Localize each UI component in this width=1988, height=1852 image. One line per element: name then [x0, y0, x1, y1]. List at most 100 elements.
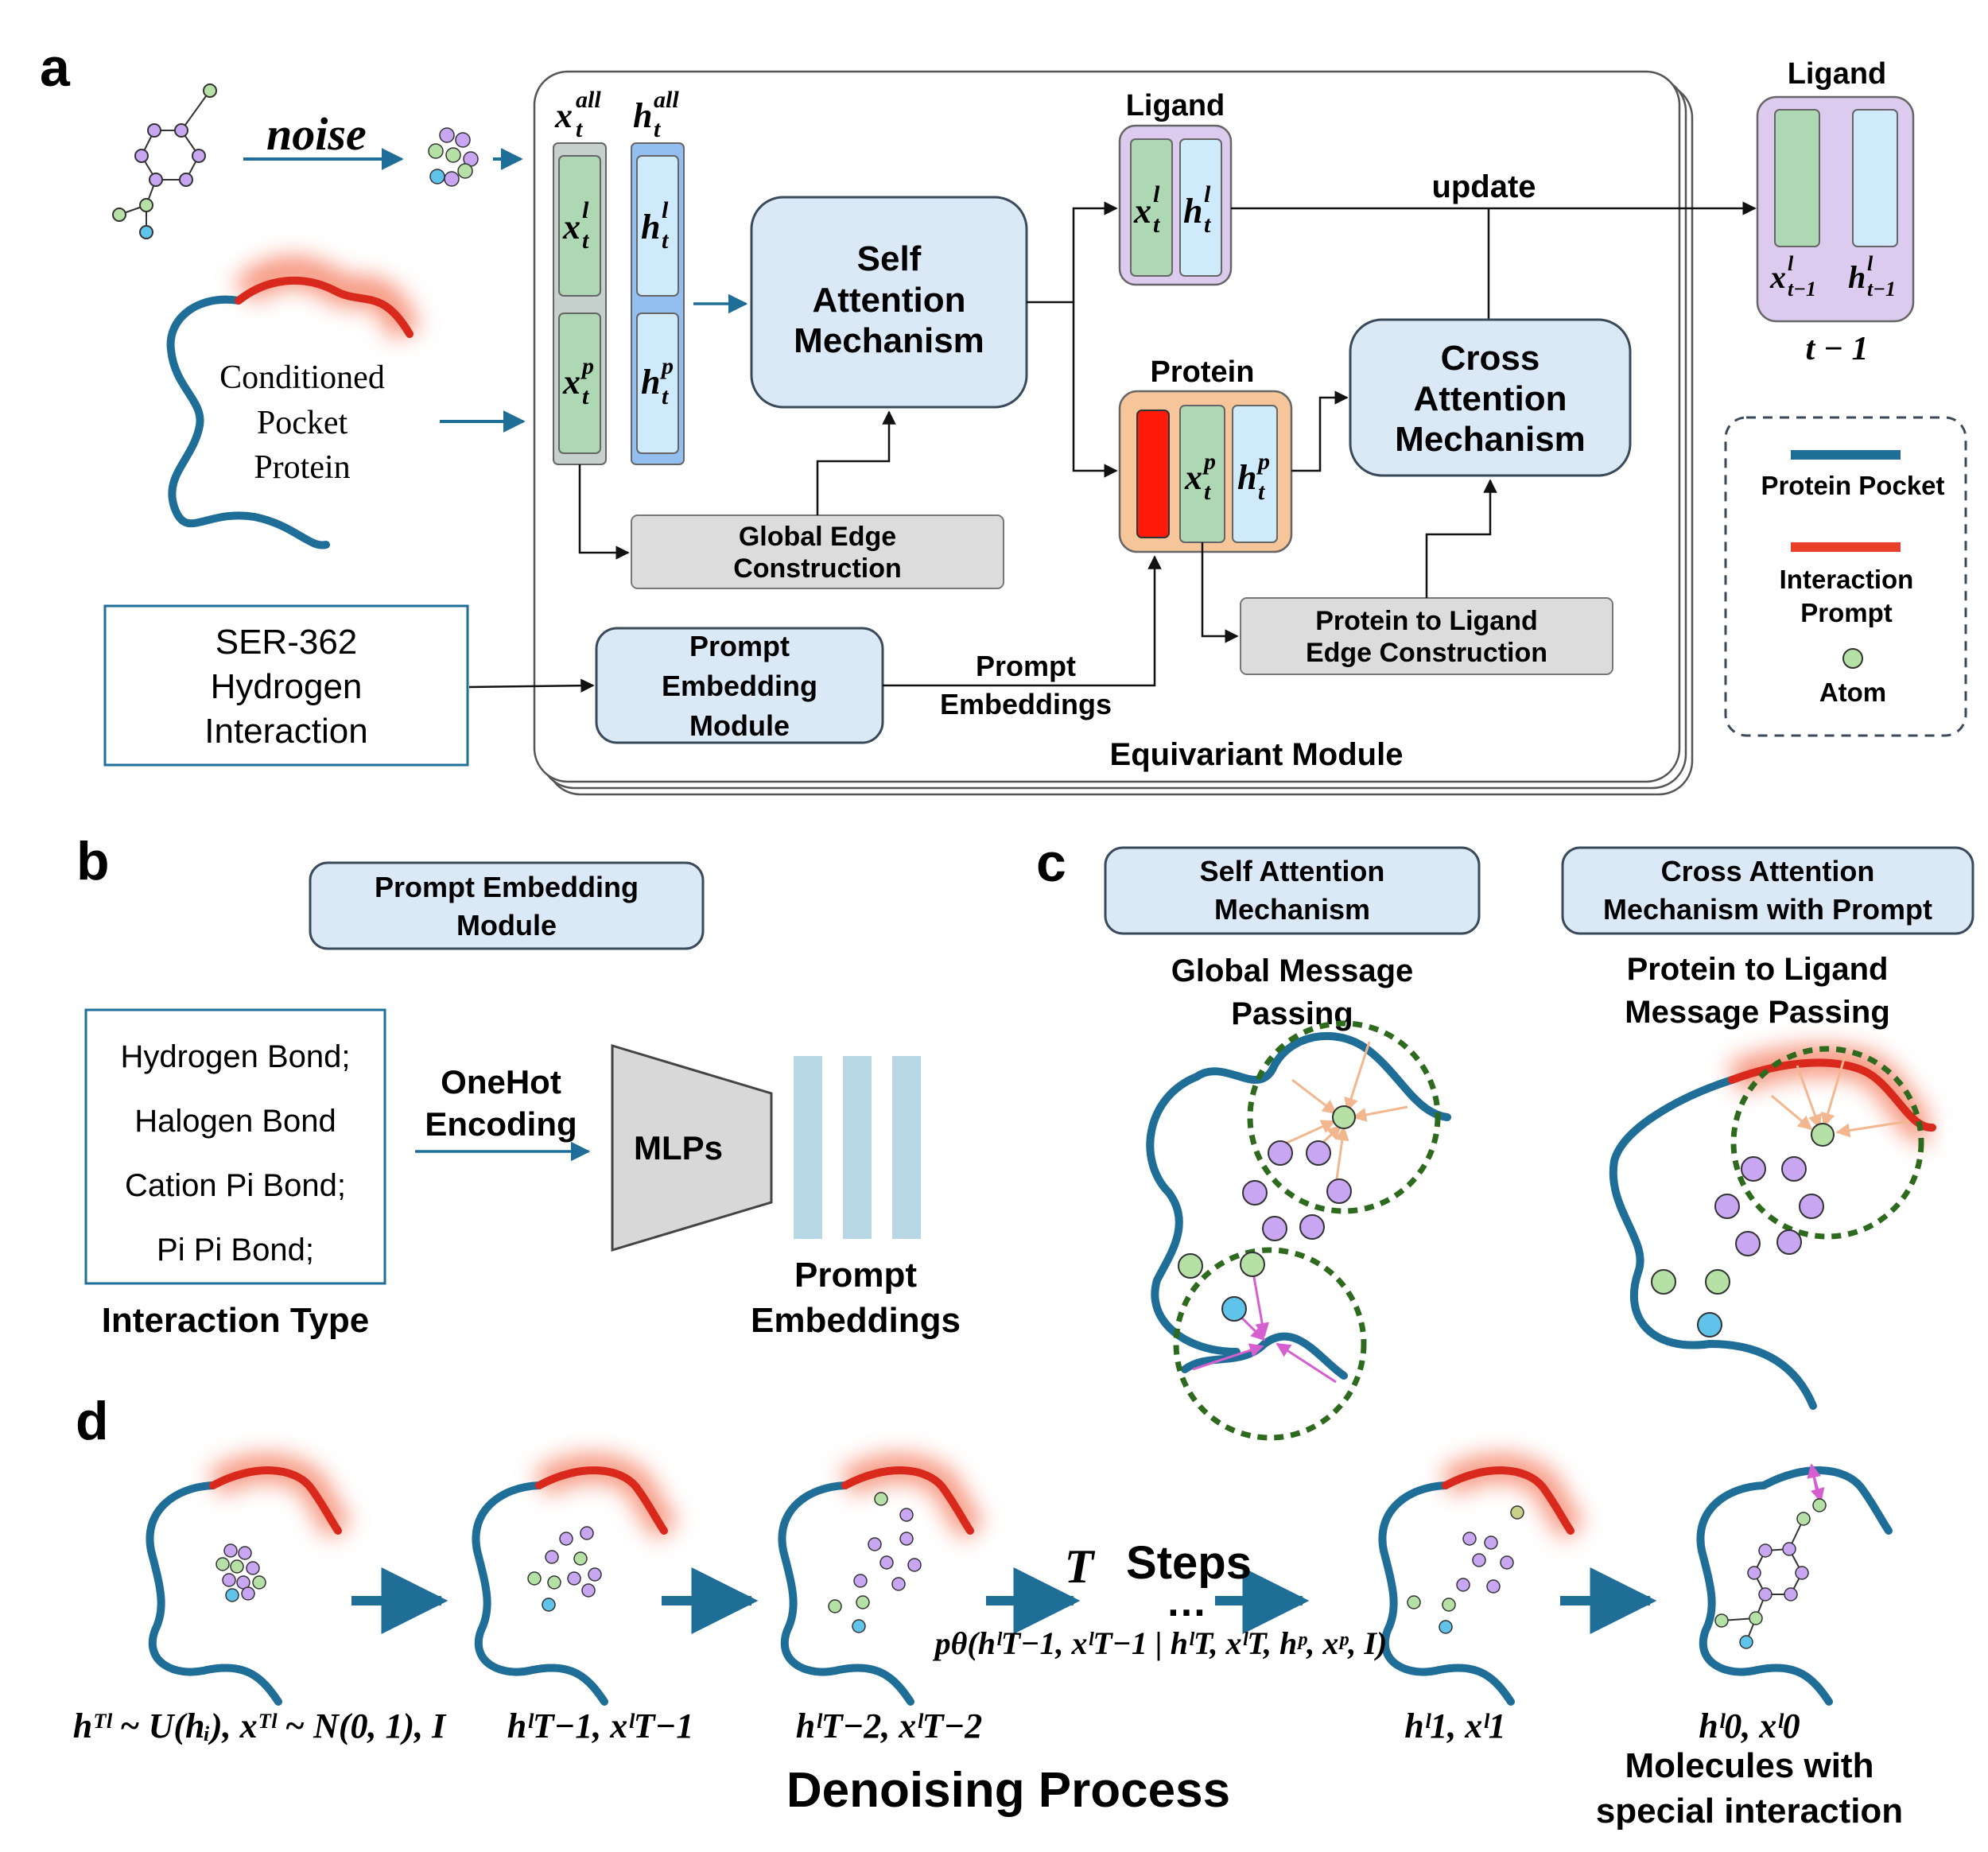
prompt-embeddings-arrow — [883, 555, 1162, 687]
protein-ligand-message-line1: Protein to Ligand — [1627, 952, 1889, 987]
t-steps-dots: … — [1166, 1579, 1207, 1625]
prompt-embeddings-b-line2: Embeddings — [751, 1301, 961, 1340]
self-attention-line3: Mechanism — [794, 321, 984, 360]
step-final-label: hˡ0, xˡ0 — [1699, 1706, 1800, 1745]
update-label: update — [1431, 169, 1536, 204]
interaction-type-item-2: Halogen Bond — [134, 1104, 336, 1139]
svg-text:x: x — [562, 208, 580, 247]
svg-text:t: t — [662, 227, 670, 254]
interaction-type-label: Interaction Type — [102, 1301, 370, 1340]
svg-text:all: all — [576, 87, 601, 113]
svg-text:h: h — [1848, 259, 1866, 295]
protein-label: Protein — [1151, 355, 1255, 389]
prompt-embedding-bar-1 — [794, 1056, 822, 1239]
prompt-module-title-line1: Prompt Embedding — [375, 871, 639, 903]
svg-text:t−1: t−1 — [1788, 278, 1816, 301]
svg-text:l: l — [1204, 181, 1211, 208]
protein-ligand-edge-line1: Protein to Ligand — [1315, 606, 1538, 636]
final-caption-line2: special interaction — [1596, 1792, 1903, 1831]
interaction-type-item-3: Cation Pi Bond; — [125, 1168, 346, 1203]
prompt-module-line1: Prompt — [689, 630, 790, 662]
protein-prompt-cell — [1136, 410, 1170, 538]
t-steps-t: T — [1065, 1540, 1096, 1593]
svg-text:l: l — [582, 197, 589, 223]
x-all-heading: x all t — [554, 87, 601, 142]
output-h-symbol: h l t−1 — [1848, 252, 1896, 301]
svg-text:t: t — [582, 227, 590, 254]
svg-text:t: t — [576, 116, 584, 142]
mlps-trapezoid — [611, 1043, 773, 1252]
svg-text:t: t — [1204, 479, 1212, 505]
svg-text:p: p — [659, 353, 674, 379]
x-l-symbol: x l t — [562, 197, 590, 254]
panel-label-d: d — [76, 1391, 109, 1451]
x-l-cell — [558, 155, 601, 297]
pocket-text-line1: Conditioned — [219, 359, 385, 396]
cross-attention-title-box — [1561, 846, 1974, 935]
global-edge-to-self-attention-arrow — [816, 410, 896, 515]
t-minus-1-label: t − 1 — [1805, 331, 1868, 367]
interaction-type-item-1: Hydrogen Bond; — [120, 1039, 350, 1074]
onehot-line1: OneHot — [441, 1063, 561, 1101]
step-2-label: hˡT−2, xˡT−2 — [796, 1706, 982, 1745]
self-attention-line2: Attention — [812, 281, 965, 320]
svg-text:h: h — [1183, 192, 1202, 231]
panel-label-a: a — [40, 37, 71, 98]
protein-x-symbol: x p t — [1184, 448, 1216, 505]
ligand-x-cell — [1130, 138, 1173, 277]
panel-label-c: c — [1036, 833, 1066, 893]
prompt-embedding-bar-2 — [843, 1056, 872, 1239]
svg-text:p: p — [1202, 448, 1216, 475]
svg-text:t: t — [582, 383, 590, 410]
interaction-type-item-4: Pi Pi Bond; — [157, 1233, 314, 1268]
equivariant-module-label: Equivariant Module — [1110, 737, 1404, 772]
cross-attention-line1: Cross — [1441, 339, 1540, 378]
pocket-text-line2: Pocket — [257, 405, 348, 441]
ptheta-label: pθ(hˡT−1, xˡT−1 | hˡT, xˡT, hᵖ, xᵖ, I) — [933, 1625, 1388, 1661]
prompt-module-line2: Embedding — [662, 670, 817, 702]
prompt-embeddings-line1: Prompt — [976, 650, 1076, 682]
cross-attention-title-line1: Cross Attention — [1661, 855, 1875, 887]
global-message-line1: Global Message — [1171, 953, 1414, 988]
output-ligand-label: Ligand — [1788, 57, 1887, 91]
svg-text:h: h — [633, 96, 652, 135]
self-attention-to-ligand-arrow — [1027, 201, 1118, 304]
self-attention-title-line1: Self Attention — [1200, 855, 1385, 887]
ligand-label: Ligand — [1126, 89, 1225, 122]
svg-text:t: t — [1258, 479, 1266, 505]
legend-atom-swatch — [1842, 648, 1863, 669]
step-3-label: hˡ1, xˡ1 — [1404, 1706, 1505, 1745]
output-ligand-x-cell — [1774, 109, 1820, 247]
protein-h-symbol: h p t — [1237, 448, 1270, 505]
global-edge-line1: Global Edge — [739, 522, 896, 552]
x-p-symbol: x p t — [562, 353, 594, 410]
svg-text:t: t — [662, 383, 670, 410]
cross-attention-line3: Mechanism — [1395, 420, 1586, 459]
interaction-input-line2: Hydrogen — [211, 667, 363, 706]
denoise-step-1-illustration — [472, 1454, 679, 1706]
legend-interaction-prompt-line2: Prompt — [1800, 598, 1893, 627]
self-attention-title-box — [1104, 846, 1481, 935]
svg-text:h: h — [641, 363, 660, 402]
mlps-label: MLPs — [634, 1129, 723, 1167]
pocket-protein-icon — [166, 255, 421, 549]
step-1-label: hˡT−1, xˡT−1 — [507, 1706, 693, 1745]
interaction-input-line1: SER-362 — [215, 623, 358, 662]
output-ligand-h-cell — [1852, 109, 1898, 247]
svg-text:t: t — [1153, 212, 1161, 238]
prompt-module-title-box — [309, 861, 705, 950]
self-attention-line1: Self — [857, 239, 922, 278]
protein-ligand-message-passing-illustration — [1609, 1044, 1936, 1410]
svg-text:l: l — [1153, 181, 1160, 208]
prompt-embeddings-b-line1: Prompt — [794, 1256, 917, 1295]
final-molecule-illustration — [1696, 1463, 1893, 1706]
legend-atom-label: Atom — [1819, 678, 1886, 707]
self-attention-to-protein-arrow — [1072, 302, 1118, 478]
self-attention-title-line2: Mechanism — [1214, 893, 1370, 926]
ligand-x-symbol: x l t — [1133, 181, 1161, 238]
t-steps-label: Steps — [1126, 1537, 1252, 1589]
global-edge-line2: Construction — [733, 553, 902, 584]
svg-text:h: h — [641, 208, 660, 247]
output-x-symbol: x l t−1 — [1769, 252, 1816, 301]
